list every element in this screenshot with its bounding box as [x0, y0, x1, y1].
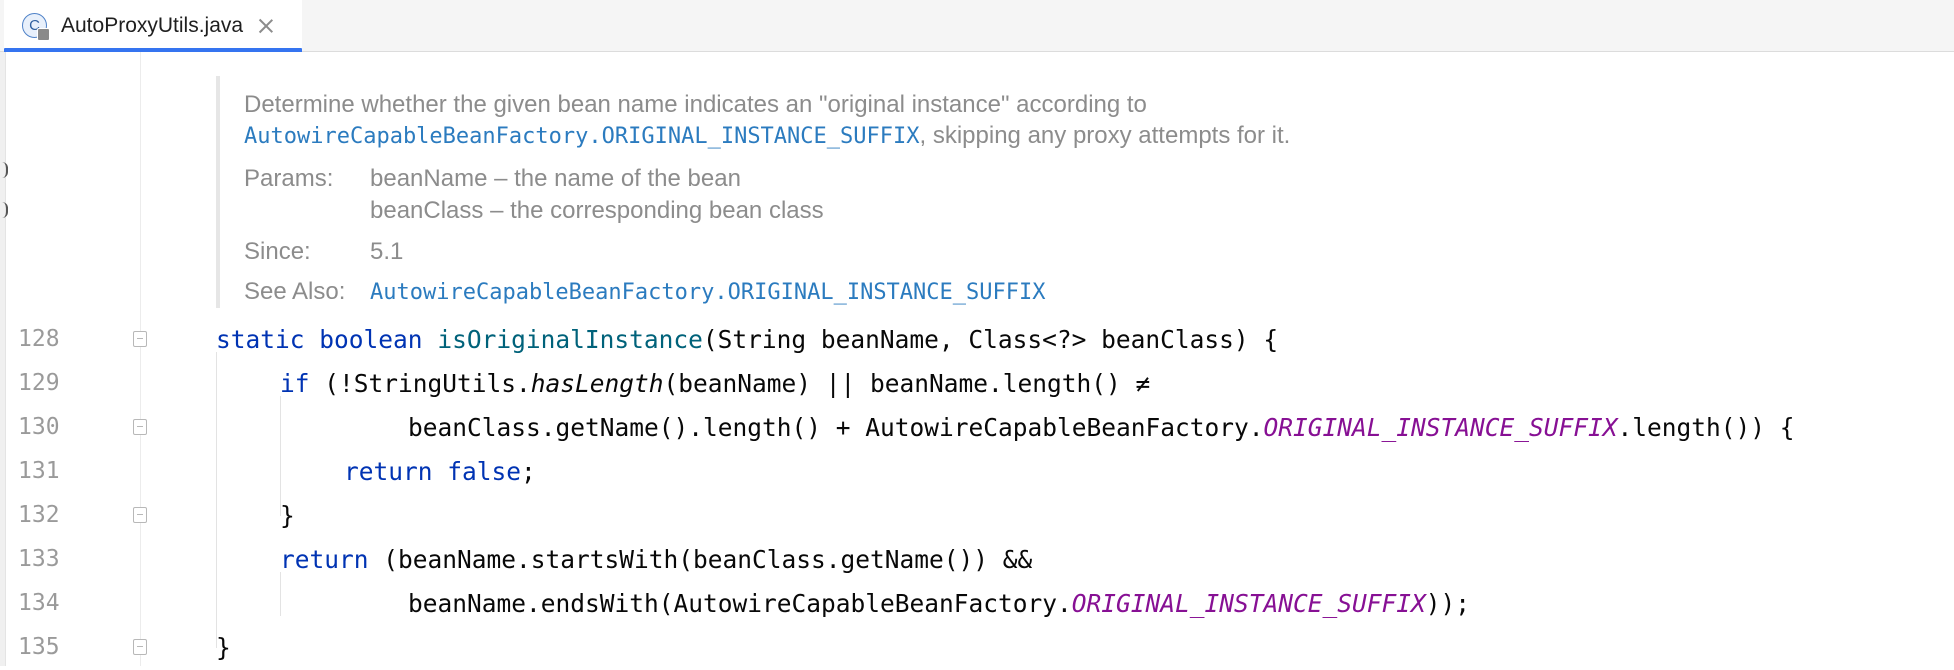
- editor-tab-bar: C AutoProxyUtils.java: [0, 0, 1954, 53]
- code-text: return false;: [344, 457, 536, 486]
- code-line[interactable]: 130 beanClass.getName().length() + Autow…: [0, 406, 1954, 450]
- code-segment: beanName.endsWith(AutowireCapableBeanFac…: [408, 589, 1072, 618]
- indent-guide: [216, 352, 217, 648]
- lock-icon: [37, 27, 50, 41]
- code-segment: (!StringUtils.: [309, 369, 531, 398]
- keyword-boolean: boolean: [319, 325, 423, 354]
- javadoc-description-line2: AutowireCapableBeanFactory.ORIGINAL_INST…: [244, 121, 1290, 152]
- method-signature: (String beanName, Class<?> beanClass) {: [702, 325, 1279, 354]
- java-class-file-icon: C: [22, 12, 50, 41]
- code-segment: (beanName) || beanName.length() ≠: [663, 369, 1151, 398]
- code-text: static boolean isOriginalInstance(String…: [216, 325, 1278, 354]
- class-icon-letter: C: [22, 12, 47, 38]
- code-editor[interactable]: Determine whether the given bean name in…: [0, 52, 1954, 666]
- line-number: 134: [18, 590, 60, 616]
- code-line[interactable]: 132 }: [0, 494, 1954, 538]
- keyword-false: false: [447, 457, 522, 486]
- fold-end-icon[interactable]: [133, 639, 147, 655]
- keyword-if: if: [280, 369, 310, 398]
- method-name: isOriginalInstance: [437, 325, 703, 354]
- javadoc-description: Determine whether the given bean name in…: [244, 91, 1147, 118]
- line-number: 132: [18, 502, 60, 528]
- see-also-link-text[interactable]: AutowireCapableBeanFactory.ORIGINAL_INST…: [370, 280, 1046, 305]
- constant-reference: ORIGINAL_INSTANCE_SUFFIX: [1071, 589, 1426, 618]
- left-tool-strip: [0, 52, 6, 666]
- code-line[interactable]: 133 return (beanName.startsWith(beanClas…: [0, 538, 1954, 582]
- static-method-call: hasLength: [530, 369, 664, 398]
- code-line[interactable]: 129 if (!StringUtils.hasLength(beanName)…: [0, 362, 1954, 406]
- code-text: }: [280, 501, 295, 530]
- tab-file-name: AutoProxyUtils.java: [61, 14, 244, 37]
- line-number: 130: [18, 414, 60, 440]
- fold-collapse-icon[interactable]: [133, 419, 147, 435]
- code-line[interactable]: 131 return false;: [0, 450, 1954, 494]
- code-line[interactable]: 135 }: [0, 626, 1954, 670]
- javadoc-bar: [216, 76, 220, 308]
- code-text: }: [216, 633, 231, 662]
- code-segment: .length()) {: [1617, 413, 1795, 442]
- gutter-separator: [140, 52, 141, 666]
- left-strip-marker: [0, 162, 8, 178]
- tab-autoproxyutils[interactable]: C AutoProxyUtils.java: [4, 0, 302, 53]
- close-icon[interactable]: [257, 17, 275, 35]
- javadoc-since-value: 5.1: [370, 238, 404, 265]
- code-segment: (beanName.startsWith(beanClass.getName()…: [368, 545, 1033, 574]
- javadoc-param-beanname: beanName – the name of the bean: [370, 165, 741, 192]
- active-tab-indicator: [4, 48, 302, 53]
- code-text: return (beanName.startsWith(beanClass.ge…: [280, 545, 1032, 574]
- code-text: beanName.endsWith(AutowireCapableBeanFac…: [408, 589, 1470, 618]
- keyword-return: return: [344, 457, 433, 486]
- line-number: 133: [18, 546, 60, 572]
- javadoc-param-beanclass: beanClass – the corresponding bean class: [370, 197, 824, 224]
- code-line[interactable]: 134 beanName.endsWith(AutowireCapableBea…: [0, 582, 1954, 626]
- keyword-return: return: [280, 545, 369, 574]
- javadoc-description-rest: , skipping any proxy attempts for it.: [919, 122, 1291, 149]
- code-line[interactable]: 128 static boolean isOriginalInstance(St…: [0, 318, 1954, 362]
- fold-collapse-icon[interactable]: [133, 331, 147, 347]
- fold-end-icon[interactable]: [133, 507, 147, 523]
- keyword-static: static: [216, 325, 305, 354]
- rendered-javadoc: Determine whether the given bean name in…: [216, 76, 1916, 308]
- code-text: beanClass.getName().length() + AutowireC…: [408, 413, 1795, 442]
- constant-reference: ORIGINAL_INSTANCE_SUFFIX: [1263, 413, 1618, 442]
- line-number: 131: [18, 458, 60, 484]
- code-segment: ;: [521, 457, 536, 486]
- left-strip-marker: [0, 202, 8, 218]
- code-text: if (!StringUtils.hasLength(beanName) || …: [280, 369, 1150, 398]
- indent-guide: [280, 396, 281, 516]
- javadoc-see-also-link[interactable]: AutowireCapableBeanFactory.ORIGINAL_INST…: [370, 277, 1046, 308]
- javadoc-link-suffix[interactable]: AutowireCapableBeanFactory.ORIGINAL_INST…: [244, 124, 920, 149]
- line-number: 135: [18, 634, 60, 660]
- line-number: 129: [18, 370, 60, 396]
- javadoc-see-also-label: See Also:: [244, 278, 346, 305]
- code-segment: beanClass.getName().length() + AutowireC…: [408, 413, 1264, 442]
- code-segment: ));: [1425, 589, 1471, 618]
- line-number: 128: [18, 326, 60, 352]
- javadoc-params-label: Params:: [244, 165, 334, 192]
- javadoc-since-label: Since:: [244, 238, 311, 265]
- indent-guide: [280, 572, 281, 616]
